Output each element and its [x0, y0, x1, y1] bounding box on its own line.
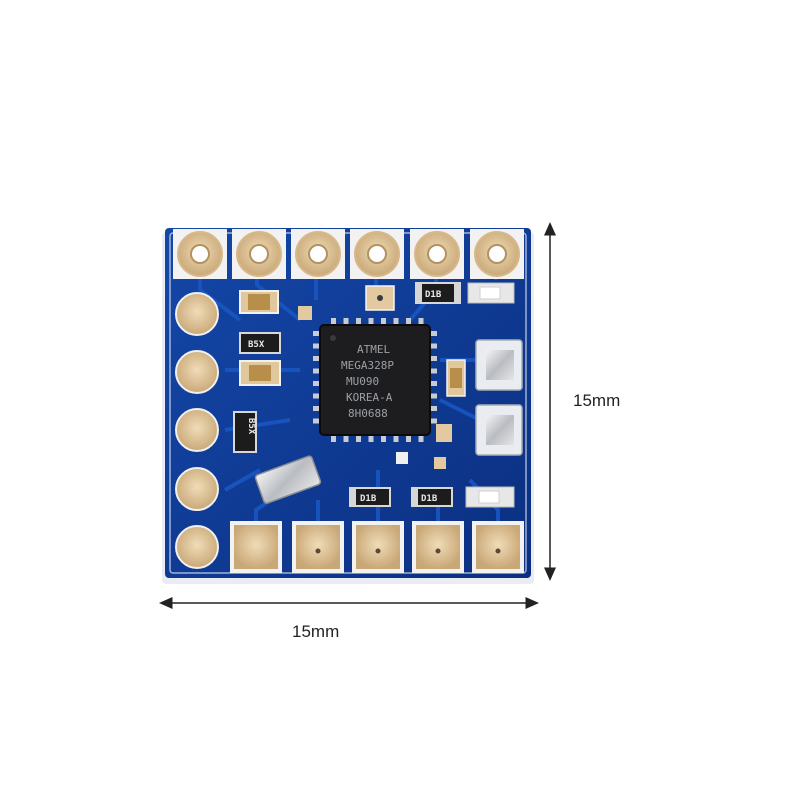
via-pad: [298, 306, 312, 320]
chip-pin: [418, 433, 424, 442]
led-top-right: [467, 282, 515, 304]
chip-pin: [343, 318, 349, 327]
led-bottom-right: [465, 486, 515, 508]
chip-text-line-2: MEGA328P: [341, 359, 394, 372]
chip-text-line-1: ATMEL: [357, 343, 390, 356]
chip-pin: [418, 318, 424, 327]
chip-pin: [428, 393, 437, 399]
diode-d1b-bottom-left: D1B: [349, 487, 391, 507]
test-pad-right: [436, 424, 452, 442]
chip-pin: [381, 318, 386, 327]
component-b5x-top-label: B5X: [248, 340, 265, 350]
capacitor-right: [446, 359, 466, 397]
chip-pin: [356, 433, 361, 442]
chip-pin: [428, 356, 437, 361]
chip-pin: [428, 343, 437, 349]
edge-pad-round: [175, 525, 219, 569]
edge-pad-square: [472, 521, 524, 573]
edge-pad-square: [292, 521, 344, 573]
microcontroller-chip: ATMEL MEGA328P MU090 KOREA-A 8H0688: [313, 318, 437, 442]
chip-pin: [313, 406, 322, 411]
chip-pin: [331, 318, 336, 327]
switch-pad-upper: [475, 339, 523, 391]
edge-pad-square: [412, 521, 464, 573]
through-hole-pad: [350, 229, 404, 279]
chip-pin: [393, 318, 399, 327]
chip-pin: [406, 433, 411, 442]
switch-pad-lower: [475, 404, 523, 456]
diode-d1b-top-label: D1B: [425, 290, 442, 300]
chip-pin: [381, 433, 386, 442]
chip-text-line-5: 8H0688: [348, 407, 388, 420]
left-edge-pads: [175, 292, 219, 569]
through-hole-pad: [470, 229, 524, 279]
chip-text-line-4: KOREA-A: [346, 391, 393, 404]
diode-d1b-bottom-right: D1B: [411, 487, 453, 507]
via-pad-small: [396, 452, 408, 464]
chip-pin: [313, 331, 322, 336]
chip-pin: [428, 368, 437, 374]
capacitor-middle-left: [239, 360, 281, 386]
through-hole-pad: [173, 229, 227, 279]
chip-pin: [356, 318, 361, 327]
edge-pad-round: [175, 350, 219, 394]
edge-pad-round: [175, 467, 219, 511]
chip-pin: [368, 318, 374, 327]
chip-pin: [313, 381, 322, 386]
chip-pin: [428, 406, 437, 411]
chip-pin: [313, 343, 322, 349]
chip-pin: [406, 318, 411, 327]
width-dimension-label: 15mm: [292, 622, 340, 641]
edge-pad-square: [352, 521, 404, 573]
edge-pad-square: [230, 521, 282, 573]
component-b5x-left-label: B5X: [246, 418, 256, 435]
top-header-pads: [173, 229, 524, 279]
component-b5x-left: B5X: [233, 411, 257, 453]
via-pad-gold: [434, 457, 446, 469]
chip-pin: [313, 368, 322, 374]
height-dimension-label: 15mm: [573, 391, 621, 410]
chip-pin: [331, 433, 336, 442]
chip-pin: [428, 331, 437, 336]
crystal-oscillator: [254, 455, 322, 504]
through-hole-pad: [291, 229, 345, 279]
edge-pad-round: [175, 408, 219, 452]
diode-d1b-top: D1B: [415, 282, 461, 304]
edge-pad-round: [175, 292, 219, 336]
chip-pin: [393, 433, 399, 442]
bottom-edge-pads: [230, 521, 524, 573]
chip-pin: [313, 356, 322, 361]
diode-d1b-bottom-right-label: D1B: [421, 494, 438, 504]
component-b5x-top: B5X: [239, 332, 281, 354]
silkscreen-outline: [169, 232, 527, 574]
chip-pin: [428, 418, 437, 424]
chip-pin: [428, 381, 437, 386]
capacitor-top-left: [239, 290, 279, 314]
through-hole-pad: [232, 229, 286, 279]
chip-pin: [368, 433, 374, 442]
chip-text-line-3: MU090: [346, 375, 379, 388]
chip-pin: [313, 418, 322, 424]
diode-d1b-bottom-left-label: D1B: [360, 494, 377, 504]
through-hole-pad: [410, 229, 464, 279]
via-hole: [377, 295, 383, 301]
chip-pin: [343, 433, 349, 442]
chip-pin: [313, 393, 322, 399]
